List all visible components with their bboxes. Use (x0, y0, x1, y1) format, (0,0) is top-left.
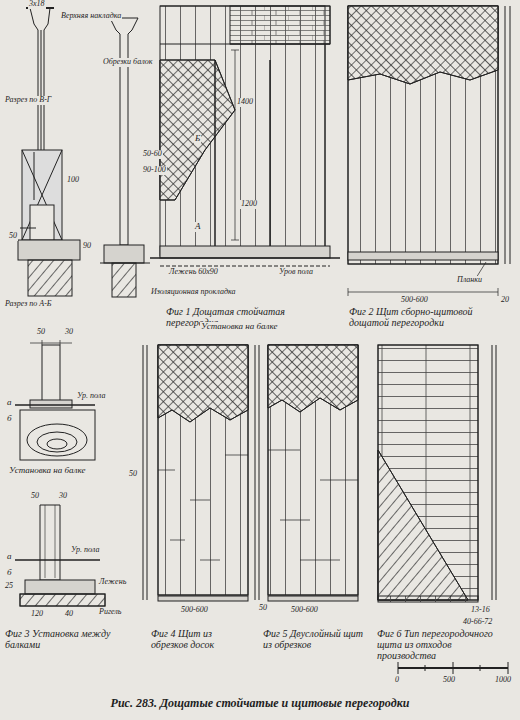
dimension: 100 (66, 176, 80, 185)
dimension: 30 (64, 328, 74, 337)
part-label: Разрез по В-Г (4, 96, 52, 105)
dimension: 13-16 (470, 606, 491, 615)
part-label: Верхняя накладка (60, 12, 122, 21)
part-label: Уров пола (278, 268, 314, 277)
figure-caption: Фиг 6 Тип перегородочного щита из отходо… (376, 628, 513, 661)
part-label: Ригель (98, 608, 123, 617)
part-label: б (6, 414, 13, 424)
part-label: б (6, 568, 13, 578)
dimension: 500 (442, 676, 456, 685)
dimension: 40 (64, 610, 74, 619)
part-label: Ур. пола (76, 392, 106, 401)
dimension: 90 (82, 242, 92, 251)
dimension: 50 (128, 470, 138, 479)
figure-caption: Фиг 5 Двуслойный щит из обрезков (262, 628, 374, 650)
dimension: 0 (394, 676, 400, 685)
part-label: Б (194, 134, 201, 144)
figure-title: Рис. 283. Дощатые стойчатые и щитовые пе… (111, 696, 410, 711)
part-label: Обрезки балок (102, 58, 153, 67)
dimension: 500-600 (290, 606, 319, 615)
dimension: 120 (30, 610, 44, 619)
dimension: 50 (258, 604, 268, 613)
dimension: 50 (30, 492, 40, 501)
part-label: А (194, 222, 202, 232)
dimension: 1200 (240, 200, 258, 209)
part-label: Лежень 60х90 (168, 268, 219, 277)
dimension: 1400 (236, 98, 254, 107)
dimension: 20 (500, 296, 510, 305)
dimension: 500-600 (400, 296, 429, 305)
dimension: 500-600 (180, 606, 209, 615)
dimension: 25 (4, 582, 14, 591)
part-label: Установка на балке (200, 322, 279, 332)
dimension: 50 (36, 328, 46, 337)
figure-caption: Фиг 4 Щит из обрезков досок (150, 628, 252, 650)
part-label: Установка на балке (8, 466, 87, 476)
dimension: 3х18 (28, 0, 46, 9)
figure-caption: Фиг 2 Щит сборно-щитовой дощатой перегор… (348, 306, 510, 328)
part-label: а (6, 552, 13, 562)
dimension: 40-66-72 (462, 618, 493, 627)
dimension: 90-100 (142, 166, 167, 175)
part-label: Лежень (98, 578, 127, 587)
dimension: 50-60 (142, 150, 163, 159)
dimension: 30 (58, 492, 68, 501)
part-label: Ур. пола (70, 546, 100, 555)
part-label: Изоляционная прокладка (150, 288, 242, 297)
part-label: Планки (456, 276, 483, 285)
dimension: 50 (8, 232, 18, 241)
dimension: 1000 (494, 676, 512, 685)
part-label: Разрез по А-Б (4, 300, 53, 309)
figure-caption: Фиг 3 Установка между балками (4, 628, 136, 650)
part-label: а (6, 398, 13, 408)
